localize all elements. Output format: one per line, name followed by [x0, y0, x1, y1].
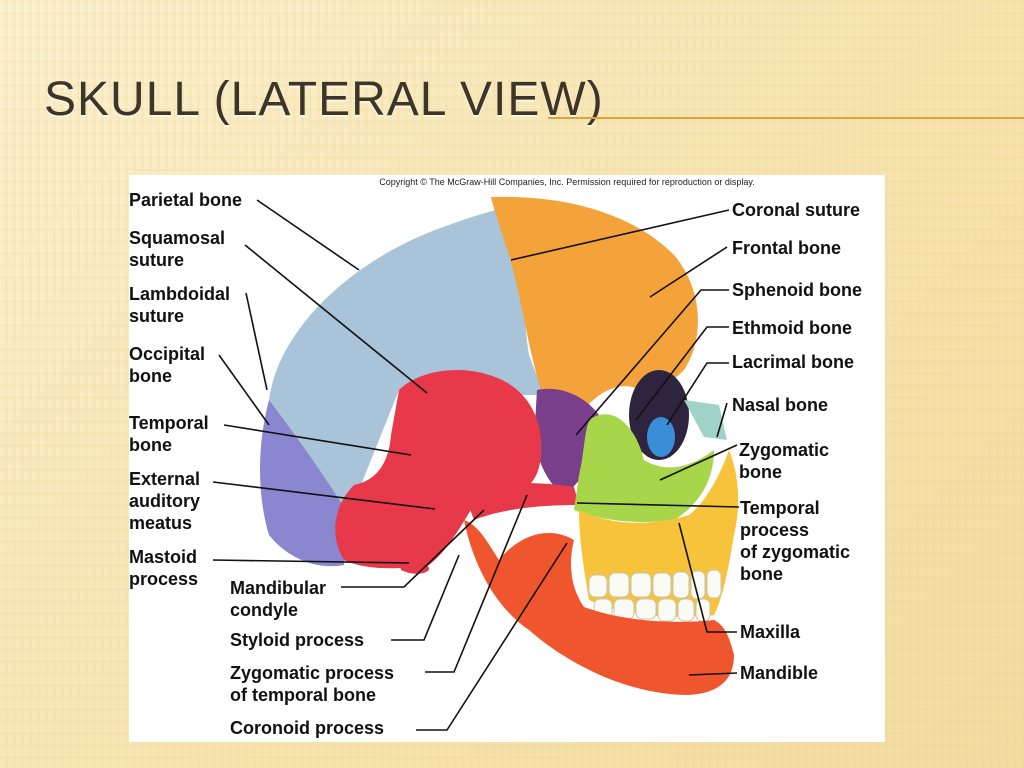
- label-mandible: Mandible: [740, 663, 819, 683]
- title-divider: [548, 117, 1024, 119]
- label-frontal-bone: Frontal bone: [732, 238, 841, 258]
- label-mandibular-condyle: Mandibular condyle: [230, 578, 327, 620]
- label-temporal-process-zygomatic: Temporal process of zygomatic bone: [740, 498, 851, 584]
- slide-title: SKULL (LATERAL VIEW): [44, 73, 604, 126]
- label-sphenoid-bone: Sphenoid bone: [732, 280, 862, 300]
- zygomatic-bone-shape: [574, 414, 714, 522]
- parietal-bone-shape: [269, 200, 544, 515]
- label-maxilla: Maxilla: [740, 622, 801, 642]
- label-styloid-process: Styloid process: [230, 630, 365, 650]
- zygomatic-process-shape: [464, 483, 579, 520]
- label-parietal-bone: Parietal bone: [129, 190, 243, 210]
- label-lambdoidal-suture: Lambdoidal suture: [129, 284, 231, 326]
- occipital-bone-shape: [260, 400, 349, 567]
- skull-illustration: [212, 196, 740, 731]
- label-nasal-bone: Nasal bone: [732, 395, 829, 415]
- label-zygomatic-process: Zygomatic process of temporal bone: [230, 663, 395, 705]
- label-occipital-bone: Occipital bone: [129, 344, 206, 386]
- label-ethmoid-bone: Ethmoid bone: [732, 318, 852, 338]
- label-zygomatic-bone: Zygomatic bone: [739, 440, 830, 482]
- label-lacrimal-bone: Lacrimal bone: [732, 352, 855, 372]
- copyright-notice: Copyright © The McGraw-Hill Companies, I…: [379, 177, 755, 187]
- lacrimal-bone-shape: [647, 417, 675, 457]
- nasal-bone-shape: [684, 400, 727, 440]
- skull-diagram: Copyright © The McGraw-Hill Companies, I…: [129, 175, 885, 742]
- label-squamosal-suture: Squamosal suture: [129, 228, 226, 270]
- label-mastoid-process: Mastoid process: [129, 547, 199, 589]
- label-external-auditory-meatus: External auditory meatus: [129, 469, 201, 533]
- label-coronoid-process: Coronoid process: [230, 718, 385, 738]
- mandible-shape: [464, 520, 734, 695]
- label-temporal-bone: Temporal bone: [129, 413, 209, 455]
- label-coronal-suture: Coronal suture: [732, 200, 861, 220]
- leader-lines: [212, 199, 740, 731]
- temporal-bone-shape: [335, 370, 542, 569]
- frontal-bone-shape: [491, 196, 698, 410]
